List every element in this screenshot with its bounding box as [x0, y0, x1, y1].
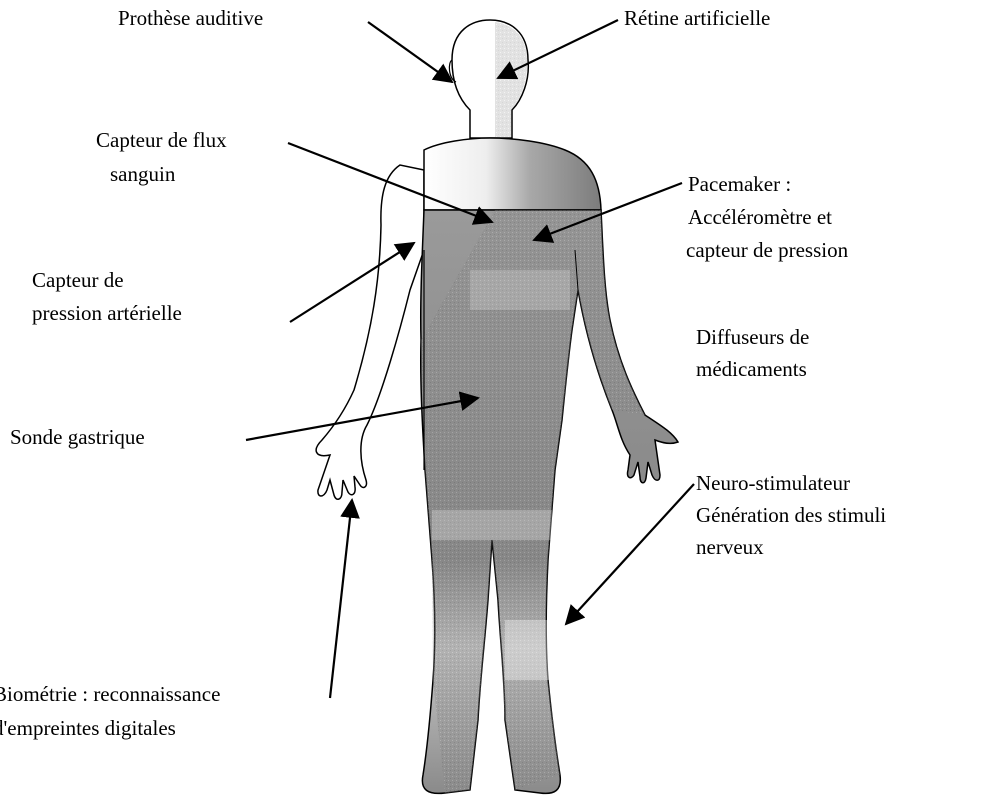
- label-neuro-line3: nerveux: [696, 535, 886, 560]
- label-sonde-gastrique: Sonde gastrique: [10, 425, 145, 450]
- label-diffuseurs-line2: médicaments: [696, 357, 809, 382]
- label-pacemaker-line2: Accéléromètre et: [688, 205, 848, 230]
- label-retine-artificielle: Rétine artificielle: [624, 6, 770, 31]
- body-torso: [424, 138, 601, 210]
- label-prothese-auditive: Prothèse auditive: [118, 6, 263, 31]
- label-pacemaker-line3: capteur de pression: [686, 238, 848, 263]
- label-neuro-stimulateur: Neuro-stimulateur Génération des stimuli…: [696, 471, 886, 560]
- label-pacemaker-line1: Pacemaker :: [688, 172, 848, 197]
- arrow-neuro: [566, 484, 694, 624]
- label-capteur-flux-line1: Capteur de flux: [96, 128, 227, 153]
- label-diffuseurs-line1: Diffuseurs de: [696, 325, 809, 350]
- label-neuro-line2: Génération des stimuli: [696, 503, 886, 528]
- body-figure: [316, 20, 678, 793]
- label-capteur-flux-line2: sanguin: [96, 162, 227, 187]
- label-neuro-line1: Neuro-stimulateur: [696, 471, 886, 496]
- label-capteur-pression: Capteur de pression artérielle: [32, 268, 182, 326]
- arrow-prothese: [368, 22, 452, 82]
- label-biometrie-line2: d'empreintes digitales: [0, 716, 220, 741]
- label-biometrie: Biométrie : reconnaissance d'empreintes …: [0, 682, 220, 741]
- arrow-biometrie: [330, 500, 352, 698]
- label-capteur-pression-line2: pression artérielle: [32, 301, 182, 326]
- label-capteur-flux: Capteur de flux sanguin: [96, 128, 227, 187]
- label-capteur-pression-line1: Capteur de: [32, 268, 182, 293]
- body-left-arm: [316, 165, 424, 499]
- label-biometrie-line1: Biométrie : reconnaissance: [0, 682, 220, 707]
- label-diffuseurs: Diffuseurs de médicaments: [696, 325, 809, 382]
- label-pacemaker: Pacemaker : Accéléromètre et capteur de …: [688, 172, 848, 263]
